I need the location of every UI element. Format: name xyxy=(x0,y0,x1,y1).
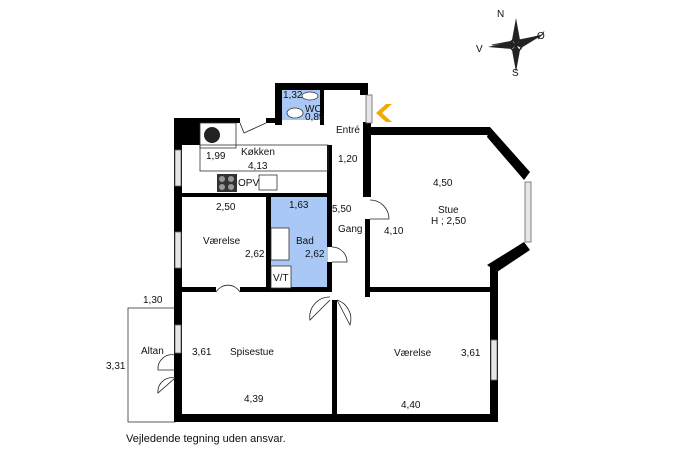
compass-east: Ø xyxy=(537,31,545,42)
door-swings xyxy=(157,122,390,394)
compass-rose-icon xyxy=(488,18,544,72)
kitchen-corridor-width: 1,20 xyxy=(338,154,358,165)
kitchen-appliance: OPV xyxy=(238,178,259,189)
stove-icon xyxy=(217,174,237,192)
entrance-arrow-icon xyxy=(376,104,392,122)
compass-south: S xyxy=(512,68,519,79)
window xyxy=(174,324,182,354)
hall-length: 5,50 xyxy=(332,204,352,215)
bath-fixture: V/T xyxy=(273,273,289,284)
disclaimer-footer: Vejledende tegning uden ansvar. xyxy=(126,433,286,445)
bath-label: Bad xyxy=(296,236,314,247)
kitchen-width: 1,99 xyxy=(206,151,226,162)
dining-depth: 3,61 xyxy=(192,347,212,358)
kitchen-counter xyxy=(199,122,237,149)
sink-icon xyxy=(258,174,278,191)
bath-depth: 2,62 xyxy=(305,249,325,260)
bedroom1-width: 2,50 xyxy=(216,202,236,213)
bedroom2-depth: 3,61 xyxy=(461,348,481,359)
balcony-label: Altan xyxy=(141,346,164,357)
dining-width: 4,39 xyxy=(244,394,264,405)
kitchen-length: 4,13 xyxy=(248,161,268,172)
bedroom2-label: Værelse xyxy=(394,348,432,359)
living-height: H ; 2,50 xyxy=(431,216,466,227)
balcony-width: 1,30 xyxy=(143,295,163,306)
bedroom2-width: 4,40 xyxy=(401,400,421,411)
compass-west: V xyxy=(476,44,483,55)
living-label: Stue xyxy=(438,205,459,216)
wc-name: WC xyxy=(305,104,322,115)
bath-width: 1,63 xyxy=(289,200,309,211)
bath-sink-icon xyxy=(270,227,290,261)
hall-label: Gang xyxy=(338,224,362,235)
fan-icon xyxy=(204,127,220,143)
bedroom1-label: Værelse xyxy=(203,236,241,247)
window xyxy=(365,94,373,124)
window xyxy=(524,181,532,243)
entre-label: Entré xyxy=(336,125,360,136)
bedroom1-depth: 2,62 xyxy=(245,249,265,260)
window xyxy=(490,339,498,381)
compass-north: N xyxy=(497,9,504,20)
kitchen-counter xyxy=(199,144,329,172)
wc-sink-icon xyxy=(301,91,319,101)
dining-label: Spisestue xyxy=(230,347,274,358)
kitchen-label: Køkken xyxy=(241,147,275,158)
living-width: 4,50 xyxy=(433,178,453,189)
window xyxy=(174,149,182,187)
window xyxy=(174,231,182,269)
balcony-depth: 3,31 xyxy=(106,361,126,372)
vt-box xyxy=(270,265,292,289)
wc-width: 1,32 xyxy=(283,90,303,101)
wc-depth: 0,89 xyxy=(305,112,325,123)
balcony-outline xyxy=(127,307,176,423)
toilet-icon xyxy=(286,107,304,119)
living-depth: 4,10 xyxy=(384,226,404,237)
